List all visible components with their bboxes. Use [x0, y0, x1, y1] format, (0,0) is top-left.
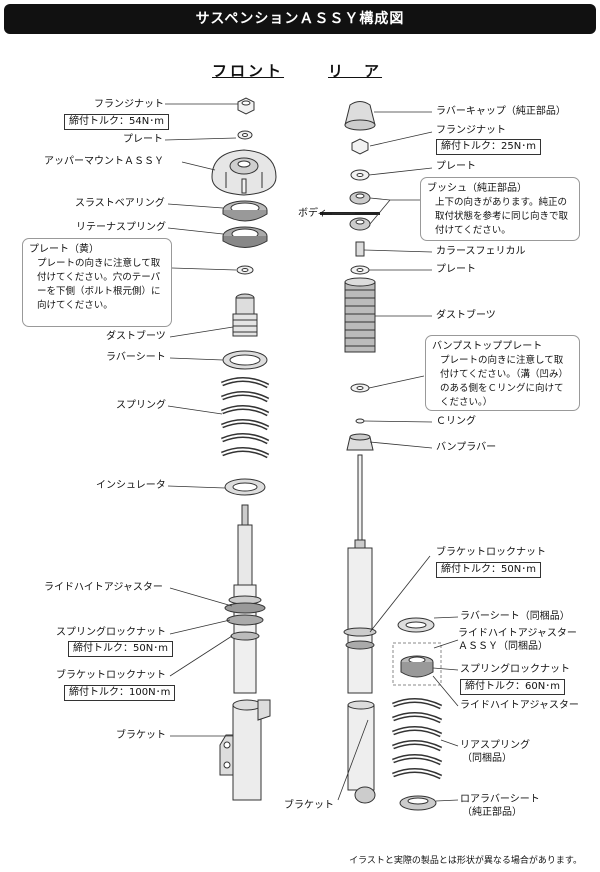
front-shock-body-part	[224, 504, 266, 694]
rear-spring-lock-nut-label: スプリングロックナット	[460, 664, 570, 675]
rear-shock-body-part	[343, 454, 377, 694]
rear-bump-rubber-part	[346, 433, 374, 451]
front-dust-boot-part	[232, 293, 258, 337]
front-bracket-lock-nut-torque: 締付トルク：100N･m	[64, 685, 176, 701]
front-bracket-lock-nut-label: ブラケットロックナット	[56, 670, 166, 681]
front-flange-nut-torque: 締付トルク：54N･m	[64, 114, 169, 130]
rear-bracket-label: ブラケット	[284, 800, 334, 811]
front-dust-boot-label: ダストブーツ	[106, 331, 166, 342]
rear-ride-height-adjuster-part	[400, 655, 434, 678]
title-bar: サスペンションＡＳＳＹ構成図	[4, 4, 596, 34]
rear-bracket-lock-nut-torque: 締付トルク：50N･m	[436, 562, 541, 578]
rear-bracket-part	[347, 700, 376, 804]
rear-lower-rubber-seat-part	[399, 795, 437, 811]
rear-spring-label-1: リアスプリング	[460, 740, 530, 751]
rear-header: リ ア	[328, 62, 383, 80]
front-insulator-part	[224, 478, 266, 496]
rear-spring-label-2: （同梱品）	[462, 753, 512, 764]
rear-flange-nut-part	[351, 138, 369, 155]
rear-bump-stop-note-body: プレートの向きに注意して取付けてください。（溝（凹み）のある側をＣリングに向けて…	[440, 355, 568, 408]
rear-bush-note-title: ブッシュ（純正部品）	[427, 183, 527, 194]
rear-rubber-cap-part	[344, 101, 376, 131]
rear-collar-part	[355, 241, 365, 257]
rear-plate-top-label: プレート	[436, 161, 476, 172]
front-upper-mount-label: アッパーマウントＡＳＳＹ	[44, 156, 164, 167]
front-rubber-seat-part	[222, 350, 268, 370]
rear-bracket-lock-nut-label: ブラケットロックナット	[436, 547, 546, 558]
rear-flange-nut-torque: 締付トルク：25N･m	[436, 139, 541, 155]
rear-bush-note: ブッシュ（純正部品） 上下の向きがあります。純正の取付状態を参考に同じ向きで取付…	[420, 177, 580, 241]
rear-dust-boot-part	[344, 277, 376, 353]
rear-bush-note-body: 上下の向きがあります。純正の取付状態を参考に同じ向きで取付けてください。	[435, 197, 569, 236]
front-spring-label: スプリング	[116, 400, 166, 411]
diagram-title: サスペンションＡＳＳＹ構成図	[195, 11, 405, 27]
front-flange-nut-label: フランジナット	[94, 99, 164, 110]
rear-lower-rubber-seat-label-1: ロアラバーシート	[460, 794, 540, 805]
front-spring-part	[221, 377, 270, 459]
rear-collar-label: カラースフェリカル	[436, 246, 526, 257]
front-retainer-spring-label: リテーナスプリング	[76, 222, 166, 233]
front-ride-height-adjuster-label: ライドハイトアジャスター	[44, 582, 163, 593]
rear-spring-part	[392, 698, 443, 780]
front-thrust-bearing-label: スラストベアリング	[75, 198, 165, 209]
front-rubber-seat-label: ラバーシート	[106, 352, 166, 363]
rear-flange-nut-label: フランジナット	[436, 125, 506, 136]
rear-dust-boot-label: ダストブーツ	[436, 310, 496, 321]
front-plate-note: プレート（黄） プレートの向きに注意して取付けてください。穴のテーパーを下側（ボ…	[22, 238, 172, 327]
front-header: フロント	[212, 62, 285, 80]
rear-bump-stop-note: バンプストッププレート プレートの向きに注意して取付けてください。（溝（凹み）の…	[425, 335, 580, 411]
rear-rubber-cap-label: ラバーキャップ（純正部品）	[436, 106, 566, 117]
front-upper-mount-part	[211, 149, 277, 196]
rear-lower-rubber-seat-label-2: （純正部品）	[462, 807, 522, 818]
front-spring-lock-nut-torque: 締付トルク：50N･m	[68, 641, 173, 657]
rear-c-ring-label: Ｃリング	[436, 416, 476, 427]
rear-bump-rubber-label: バンプラバー	[436, 442, 497, 453]
rear-body-label: ボディ	[298, 208, 328, 219]
footer-disclaimer: イラストと実際の製品とは形状が異なる場合があります。	[349, 856, 582, 866]
rear-adjuster-assy-label-2: ＡＳＳＹ（同梱品）	[458, 641, 548, 652]
front-plate-top-label: プレート	[123, 134, 163, 145]
front-retainer-spring-part	[222, 226, 268, 248]
rear-adjuster-assy-label-1: ライドハイトアジャスター	[458, 628, 577, 639]
front-flange-nut-part	[237, 97, 255, 115]
rear-rubber-seat-label: ラバーシート（同梱品）	[460, 611, 570, 622]
front-spring-lock-nut-label: スプリングロックナット	[56, 627, 166, 638]
rear-plate-mid-label: プレート	[436, 264, 476, 275]
front-plate-note-body: プレートの向きに注意して取付けてください。穴のテーパーを下側（ボルト根元側）に向…	[37, 258, 161, 311]
rear-rubber-seat-part	[397, 617, 435, 633]
front-insulator-label: インシュレータ	[96, 480, 166, 491]
rear-bush-upper-part	[349, 191, 371, 205]
front-plate-note-title: プレート（黄）	[29, 244, 99, 255]
rear-spring-lock-nut-torque: 締付トルク：60N･m	[460, 679, 565, 695]
front-thrust-bearing-part	[222, 200, 268, 222]
rear-bump-stop-note-title: バンプストッププレート	[432, 341, 543, 352]
rear-c-ring-part	[355, 418, 365, 424]
rear-ride-height-adjuster-label: ライドハイトアジャスター	[460, 700, 579, 711]
rear-bush-lower-part	[349, 217, 371, 231]
front-bracket-label: ブラケット	[116, 730, 166, 741]
front-bracket-part	[219, 699, 271, 801]
